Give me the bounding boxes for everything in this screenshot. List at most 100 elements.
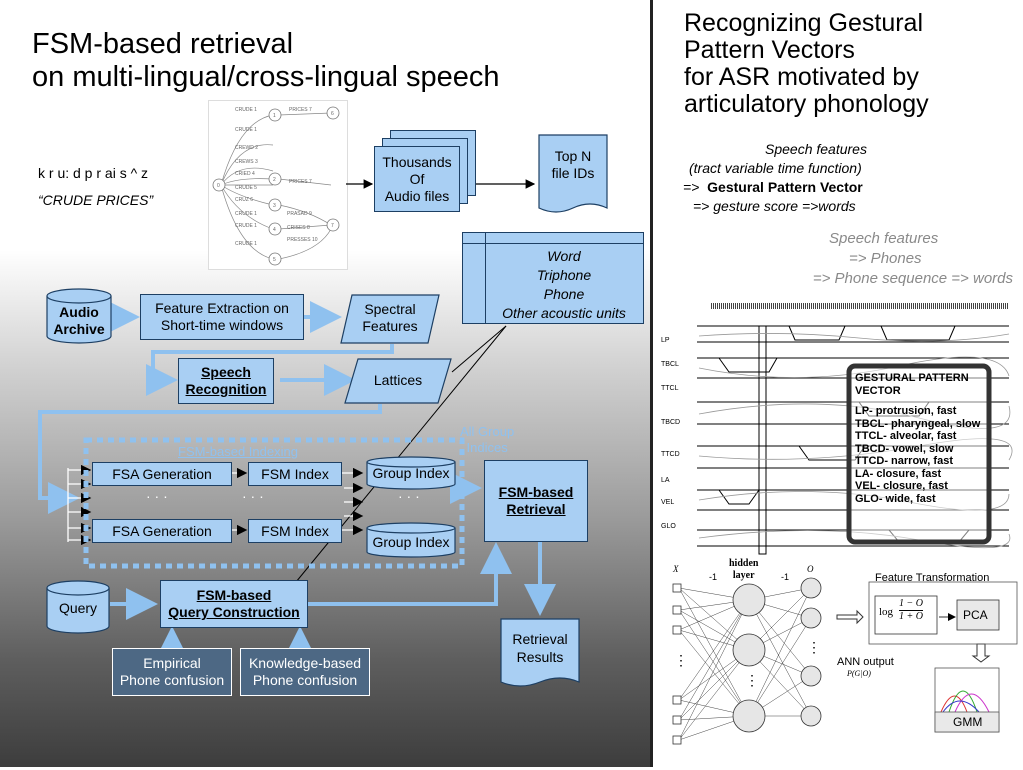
all-group-indices-label: All Group Indices <box>460 424 514 456</box>
gpv-item: LA- closure, fast <box>855 467 942 480</box>
of-label: Of <box>409 170 425 187</box>
gpv-item: TBCL- pharyngeal, slow <box>855 417 981 430</box>
acoustic-units-box: Word Triphone Phone Other acoustic units <box>462 232 644 324</box>
gpv-title-line2: VECTOR <box>855 384 901 397</box>
unit-phone: Phone <box>543 286 585 302</box>
right-title: Recognizing Gestural Pattern Vectors for… <box>684 10 929 118</box>
hidden-line2: layer <box>732 570 755 581</box>
lattice-label: PRICES 7 <box>289 179 312 185</box>
right-title-line4: articulatory phonology <box>684 90 929 118</box>
word-lattice-graph: CRUDE 1 PRICES 7 CRUDE 1 CREWD 2 CREWS 3… <box>212 106 340 266</box>
empirical-line2: Phone confusion <box>119 672 225 688</box>
gpv-item: TTCD- narrow, fast <box>855 455 953 467</box>
tract-label: VEL <box>661 499 674 506</box>
query-construction-box: FSM-based Query Construction <box>160 580 308 628</box>
left-title-line1: FSM-based retrieval <box>32 28 294 60</box>
audio-files-box: Thousands Of Audio files <box>374 146 460 212</box>
fraction-numerator: 1 − O <box>899 598 923 611</box>
retrieval-results-line1: Retrieval <box>512 631 568 647</box>
lattices-shape: Lattices <box>344 358 452 404</box>
gpv-item: GLO- wide, fast <box>855 492 936 505</box>
fsm-index-label: FSM Index <box>261 522 329 539</box>
spectral-line1: Spectral <box>364 301 416 317</box>
lattices-label: Lattices <box>373 372 423 388</box>
ellipsis-2: · · · <box>242 488 264 504</box>
cylinder-shape <box>46 580 110 634</box>
cylinder-shape <box>46 288 112 344</box>
gpv-item: TBCD- vowel, slow <box>855 442 954 455</box>
ann-hidden-layer-label: hidden layer <box>729 558 758 582</box>
empirical-phone-confusion-box: Empirical Phone confusion <box>112 648 232 696</box>
file-ids-label: file IDs <box>551 165 595 181</box>
all-group-line2: Indices <box>466 440 508 455</box>
svg-text:⋮: ⋮ <box>674 652 688 668</box>
lattice-label: CREWD 2 <box>235 145 258 151</box>
query-construction-line2: Query Construction <box>168 604 300 620</box>
thousands-label: Thousands <box>382 153 452 170</box>
gestural-pattern-vector-label: Gestural Pattern Vector <box>707 179 863 195</box>
top-n-label: Top N <box>554 148 592 164</box>
fsm-index-label: FSM Index <box>261 465 329 482</box>
lattice-label: CRUDE 1 <box>235 241 257 247</box>
speech-features-gesture-block: Speech features (tract variable time fun… <box>683 140 867 216</box>
ann-o-label: O <box>807 564 814 574</box>
sf2-line1: Speech features <box>829 230 939 247</box>
lattice-node-label: 7 <box>331 223 334 229</box>
panel-divider <box>650 0 653 767</box>
query-label: Query <box>58 600 98 616</box>
fsa-generation-box-1: FSA Generation <box>92 462 232 486</box>
left-panel: FSM-based retrieval on multi-lingual/cro… <box>0 0 650 767</box>
fraction-denominator: 1 + O <box>899 611 923 622</box>
svg-text:⋮: ⋮ <box>807 639 821 655</box>
unit-other: Other acoustic units <box>502 305 626 321</box>
fsm-retrieval-line2: Retrieval <box>506 501 566 517</box>
right-title-line3: for ASR motivated by <box>684 63 919 91</box>
gpv-text: GESTURAL PATTERN VECTOR LP- protrusion, … <box>855 372 980 505</box>
speech-recognition-box: Speech Recognition <box>178 358 274 404</box>
ann-bias-label-1: -1 <box>709 572 718 582</box>
tract-label: GLO <box>661 523 676 530</box>
fsm-retrieval-box: FSM-based Retrieval <box>484 460 588 542</box>
tract-label: LP <box>661 337 670 344</box>
phonetic-transcription: k r u: d p r ai s ^ z <box>38 165 149 181</box>
lattice-label: PRICES 7 <box>289 107 312 113</box>
lattice-label: CRUDE 5 <box>235 185 257 191</box>
group-index-label: Group Index <box>372 534 450 550</box>
cylinder-shape <box>366 522 456 558</box>
lattice-label: CREWS 3 <box>235 159 258 165</box>
gestural-score-figure: LP TBCL TTCL TBCD TTCD LA VEL GLO GESTUR… <box>659 296 1019 558</box>
lattice-node-label: 1 <box>273 113 276 119</box>
query-construction-line1: FSM-based <box>196 587 272 603</box>
lattice-label: CRUDE 1 <box>235 211 257 217</box>
lattice-node-label: 6 <box>331 111 334 117</box>
right-title-line2: Pattern Vectors <box>684 36 855 64</box>
query-cylinder: Query <box>46 580 110 634</box>
ann-output-label: ANN output <box>837 656 894 668</box>
fsm-index-box-1: FSM Index <box>248 462 342 486</box>
sf1-line1: Speech features <box>765 141 867 157</box>
ann-bias-label-2: -1 <box>781 572 790 582</box>
log-fraction: 1 − O 1 + O <box>899 598 923 623</box>
feature-transformation-label: Feature Transformation <box>875 572 990 584</box>
document-shape <box>500 618 580 687</box>
lattice-label: CRISES 8 <box>287 225 310 231</box>
spectral-line2: Features <box>362 318 418 334</box>
feature-extraction-line1: Feature Extraction on <box>155 300 289 316</box>
sf1-line4: => gesture score =>words <box>693 198 856 214</box>
parallelogram-shape <box>340 294 440 344</box>
ellipsis-1: · · · <box>146 488 168 504</box>
ann-output-expression: P(G|O) <box>847 669 871 678</box>
ann-figure: ⋮⋮⋮ X -1 hidden layer -1 O Feat <box>659 558 1019 765</box>
ann-diagram: ⋮⋮⋮ <box>672 577 1018 745</box>
group-index-cylinder-2: Group Index <box>366 522 456 558</box>
lattice-node-label: 2 <box>273 177 276 183</box>
ellipsis-3: · · · <box>398 488 420 504</box>
top-n-document: Top N file IDs <box>538 134 608 218</box>
gestural-score-plot: LP TBCL TTCL TBCD TTCD LA VEL GLO <box>661 303 1013 555</box>
knowledge-line1: Knowledge-based <box>248 655 362 671</box>
fsm-retrieval-line1: FSM-based <box>498 484 574 500</box>
right-title-line1: Recognizing Gestural <box>684 9 924 37</box>
pca-label: PCA <box>963 608 988 622</box>
word-lattice-image: CRUDE 1 PRICES 7 CRUDE 1 CREWD 2 CREWS 3… <box>208 100 348 270</box>
feature-extraction-line2: Short-time windows <box>160 317 284 333</box>
